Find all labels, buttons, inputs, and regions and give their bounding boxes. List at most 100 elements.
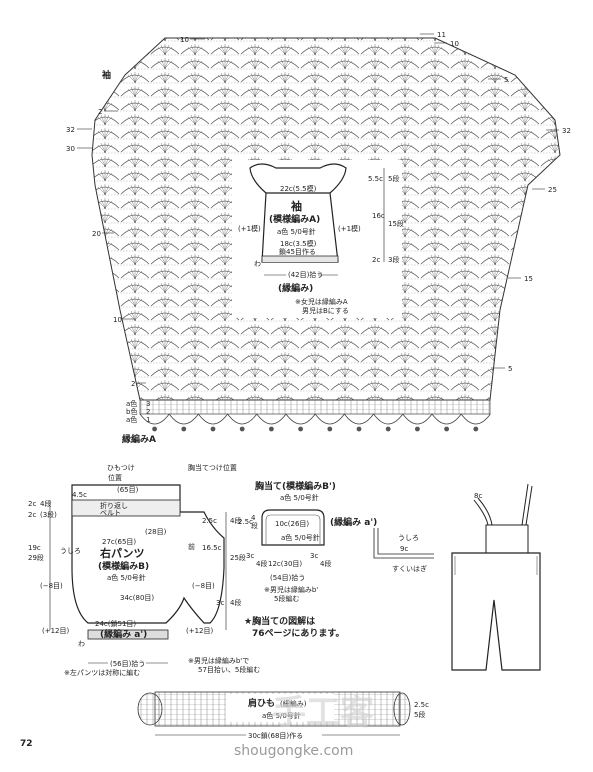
sleeve-side-top: 5.5c [368,175,383,183]
pants-side-left-mid: 2c [28,511,36,519]
strap-height: 2.5c [414,701,429,709]
sleeve-side-bot-rows: 3段 [388,255,399,264]
strap-pattern: (細編み) [280,699,307,708]
edge-picot [327,426,333,432]
pants-himo: ひもつけ [107,464,135,472]
pants-side-right-top: 2.5c [202,517,217,525]
pants-belt-label2: ベルト [100,509,121,517]
edge-row-num: 1 [146,416,150,424]
row-label: 10 [113,316,122,324]
strap-title: 肩ひも [247,697,275,709]
bib-width: 12c(30目) [268,560,302,568]
pants-pattern: (模様編みB) [98,560,149,572]
sleeve-inc-left: (+1模) [238,224,261,233]
edge-scallop [198,413,228,425]
edge-scallop [314,413,345,425]
sleeve-wa: わ [254,260,261,268]
pants-title: 右パンツ [99,546,145,560]
bib-side-c: 2.5c [238,518,253,526]
pants-note-boy: ※男児は縁編みb'で [188,656,249,665]
overall-left-strap [473,497,493,526]
sleeve-schematic: 22c(5.5模) 袖 (模様編みA) a色 5/0号針 18c(3.5模) 鎖… [238,163,404,315]
pants-hem-edge-label: (縁編み a') [100,628,147,640]
row-num-top-left: 10 [180,36,189,44]
shoulder-strap: 肩ひも (細編み) a色 5/0号針 30c鎖(68目)作る 2.5c 5段 [137,691,429,740]
strap-end-left [137,692,163,726]
watermark-url: shougongke.com [234,743,353,759]
overall-strap-length: 8c [474,492,482,500]
pants-side-right-total-rows: 25段 [230,553,246,562]
edge-picot [444,426,449,432]
edge-row-color: b色 [126,407,137,416]
bib-ref: ★胸当ての図解は [244,615,315,627]
bib-bot-rows: 4段 [256,559,267,568]
pants-schematic: ひもつけ 位置 胸当てつけ位置 (65目) 4.5c 折り返し ベルト (28目… [28,463,260,677]
bib-edge: (縁編み a') [330,516,377,528]
bib-ref2: 76ページにあります。 [252,628,344,639]
pants-side-left-top: 2c [28,500,36,508]
edge-picot [385,426,391,432]
pants-dec-left: (−8目) [40,582,63,590]
pants-top-rows: (28目) [145,528,167,536]
detail-label3: すくいはぎ [392,564,427,573]
sleeve-start: 18c(3.5模) [280,239,317,248]
detail-label1: うしろ [398,534,419,542]
pants-inc-right: (+12目) [186,627,214,635]
edge-scallop [344,413,374,425]
strap-rows: 5段 [414,710,425,719]
strap-end-right [393,692,411,726]
bib-side: 段 [251,521,258,530]
pants-side-right-total: 16.5c [202,544,222,552]
bib-bot-c2: 3c [310,552,318,560]
edge-picot [269,426,274,432]
seam-detail: うしろ 9c すくいはぎ [373,528,434,573]
sleeve-side-mid-rows: 15段 [388,219,404,228]
sleeve-inset-panel [232,160,402,318]
bib-title: 胸当て(模様編みB') [255,480,336,492]
sleeve-edge: (縁編み) [278,282,313,294]
row-label: 2 [131,380,135,388]
edge-picot [356,426,362,432]
edge-row-color: a色 [126,415,137,424]
bib-side-top: 4 [251,514,256,522]
sleeve-chart: 袖 縁編みA 10 32 30 2 20 10 2 11 10 5 32 [66,31,571,445]
bib-shape [261,509,325,546]
overall-bib [485,524,529,554]
row-labels-left: 32 30 2 20 10 2 [66,108,146,388]
pants-wa: わ [78,640,85,648]
sleeve-note2: 男児はBにする [302,306,349,315]
page-number: 72 [20,739,33,749]
sleeve-start-note: 鎖45目作る [279,247,316,256]
bib-yarn-inner: a色 5/0号針 [281,533,320,542]
watermark: 手工客 shougongke.com [234,693,374,759]
edge-scallop [227,413,258,425]
row-label: 15 [524,275,533,283]
bib-top: 10c(26目) [275,520,309,528]
row-label: 10 [450,40,459,48]
overall-right-strap [521,483,533,526]
strap-yarn: a色 5/0号針 [262,711,301,720]
pants-yarn: a色 5/0号針 [107,573,146,582]
edge-picot [239,426,245,432]
pants-dec-right: (−8目) [192,582,215,590]
edge-picot [181,426,187,432]
bib-yarn: a色 5/0号針 [280,493,319,502]
watermark-logo-text: 手工客 [272,693,374,733]
bib-schematic: 胸当て(模様編みB') a色 5/0号針 10c(26目) a色 5/0号針 (… [238,480,377,639]
edge-scallop [256,413,287,425]
sleeve-yarn: a色 5/0号針 [277,227,316,236]
sleeve-chart-title: 袖 [101,69,111,81]
pants-note-left: ※左パンツは対称に編む [64,668,140,677]
sleeve-pattern: (模様編みA) [269,213,320,225]
edge-scallop [139,413,170,425]
pants-belt-width: 4.5c [72,491,87,499]
pants-belt-label: 折り返し [100,501,128,510]
pants-mid-width: 27c(65目) [102,538,136,546]
row-label: 25 [548,186,557,194]
edge-scallop [168,413,199,425]
bib-bot-rows2: 4段 [320,559,331,568]
edge-picot [298,426,303,432]
row-label: 5 [508,365,512,373]
edge-picot [152,426,158,432]
